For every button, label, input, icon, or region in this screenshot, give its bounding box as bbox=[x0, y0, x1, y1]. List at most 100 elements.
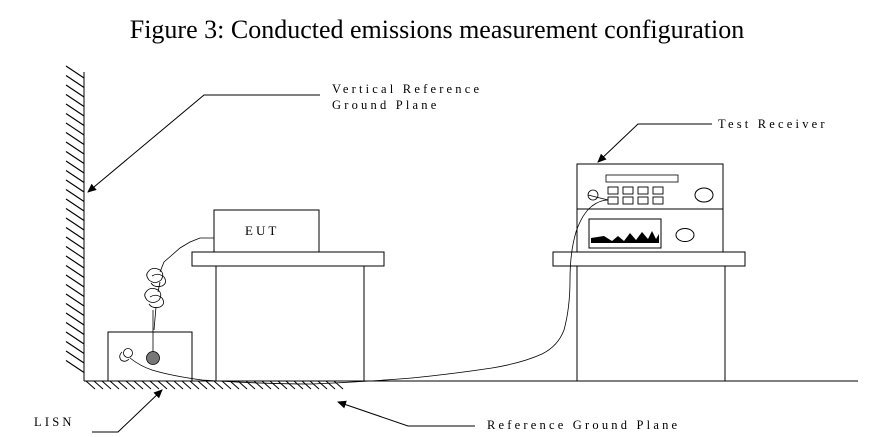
receiver-key bbox=[652, 196, 664, 205]
floor-hatch-line bbox=[213, 380, 224, 390]
spectrum-trace bbox=[591, 231, 659, 243]
floor-hatch-line bbox=[285, 380, 296, 390]
wall-hatch-line bbox=[65, 151, 85, 164]
floor-hatch-line bbox=[253, 380, 264, 390]
wall-hatch-line bbox=[65, 217, 85, 231]
floor-hatch-line bbox=[261, 380, 272, 390]
wall-hatch-line bbox=[65, 75, 85, 88]
test-receiver bbox=[576, 163, 724, 253]
receiver-key bbox=[607, 196, 619, 205]
floor-hatch-line bbox=[301, 380, 312, 390]
floor-hatch-line bbox=[309, 380, 320, 390]
wall-hatch-line bbox=[65, 303, 85, 316]
wall-hatch-line bbox=[65, 284, 85, 297]
floor-hatch-line bbox=[157, 380, 168, 390]
floor-hatch-line bbox=[85, 380, 96, 390]
wall-hatch-line bbox=[65, 246, 85, 259]
floor-hatch-line bbox=[221, 380, 232, 390]
reference-ground-plane-label: Reference Ground Plane bbox=[487, 418, 680, 432]
receiver-knob bbox=[694, 187, 714, 203]
wall-hatch-line bbox=[65, 360, 85, 373]
floor-hatch-line bbox=[293, 380, 304, 390]
receiver-dial bbox=[675, 228, 695, 242]
eut-power-cable bbox=[159, 237, 214, 273]
receiver-cable bbox=[129, 194, 609, 385]
floor-hatch-line bbox=[197, 380, 208, 390]
floor-hatch-line bbox=[165, 380, 176, 390]
floor-hatch-line bbox=[333, 380, 344, 390]
floor-hatch-line bbox=[325, 380, 336, 390]
wall-hatch-line bbox=[65, 331, 85, 345]
wall-hatch-line bbox=[65, 341, 85, 354]
wall-hatch-line bbox=[65, 65, 85, 79]
lisn-label: LISN bbox=[34, 415, 75, 429]
floor-hatch-line bbox=[117, 380, 128, 390]
receiver-screen bbox=[588, 218, 662, 249]
wall-hatch-line bbox=[65, 113, 85, 126]
wall-hatch-line bbox=[65, 170, 85, 183]
floor-hatch-line bbox=[101, 380, 112, 390]
wall-hatch-line bbox=[65, 236, 85, 250]
floor-hatch-line bbox=[141, 380, 152, 390]
floor-hatch-line bbox=[229, 380, 240, 390]
lisn-arrow bbox=[92, 389, 163, 433]
wall-hatch-line bbox=[65, 274, 85, 288]
lisn-box bbox=[107, 331, 193, 382]
floor-hatch-line bbox=[93, 380, 104, 390]
wall-hatch-line bbox=[65, 141, 85, 155]
floor-hatch-line bbox=[109, 380, 120, 390]
eut-box: EUT bbox=[213, 209, 320, 253]
receiver-display-strip bbox=[605, 174, 679, 183]
eut-table bbox=[191, 251, 385, 382]
wall-hatch-line bbox=[65, 103, 85, 117]
floor-hatch-line bbox=[277, 380, 288, 390]
wall-hatch-line bbox=[65, 322, 85, 335]
wall-hatch-line bbox=[65, 198, 85, 212]
eut-label: EUT bbox=[245, 223, 279, 238]
reference-plane-arrow bbox=[337, 400, 475, 427]
receiver-arrow bbox=[597, 123, 712, 163]
wall-hatch-line bbox=[65, 132, 85, 145]
test-receiver-label: Test Receiver bbox=[718, 117, 828, 131]
wall-hatch-line bbox=[65, 122, 85, 136]
floor-hatch-line bbox=[181, 380, 192, 390]
floor-hatch-line bbox=[125, 380, 136, 390]
wall-hatch-line bbox=[65, 179, 85, 193]
wall-hatch-line bbox=[65, 84, 85, 98]
wall-hatch-line bbox=[65, 208, 85, 221]
figure-title: Figure 3: Conducted emissions measuremen… bbox=[130, 15, 745, 44]
coiled-cable-bundle bbox=[144, 268, 166, 352]
wall-hatch-line bbox=[65, 293, 85, 307]
lisn-terminal bbox=[146, 351, 160, 365]
floor-hatch-line bbox=[133, 380, 144, 390]
lisn-connector bbox=[123, 348, 133, 358]
floor-hatch-line bbox=[269, 380, 280, 390]
vertical-plane-label-line2: Ground Plane bbox=[332, 98, 440, 112]
floor-hatch-line bbox=[189, 380, 200, 390]
wall-hatch-line bbox=[65, 265, 85, 278]
wall-hatch-line bbox=[65, 160, 85, 174]
wall-hatch-line bbox=[65, 189, 85, 202]
receiver-key bbox=[622, 186, 634, 195]
wall-hatch-line bbox=[65, 227, 85, 240]
floor-hatch-line bbox=[317, 380, 328, 390]
receiver-key bbox=[637, 186, 649, 195]
wall-hatch-line bbox=[65, 350, 85, 364]
wall-hatch-line bbox=[65, 255, 85, 269]
receiver-key bbox=[607, 186, 619, 195]
floor-hatch-line bbox=[205, 380, 216, 390]
receiver-keypad bbox=[607, 186, 664, 205]
reference-ground-plane bbox=[84, 380, 858, 390]
vertical-plane-label-line1: Vertical Reference bbox=[332, 82, 482, 96]
receiver-key bbox=[652, 186, 664, 195]
vertical-reference-ground-plane bbox=[65, 65, 85, 381]
receiver-key bbox=[637, 196, 649, 205]
receiver-table bbox=[552, 251, 746, 382]
callout-arrows bbox=[87, 94, 712, 433]
floor-hatch-line bbox=[149, 380, 160, 390]
cables bbox=[129, 194, 609, 385]
receiver-key bbox=[622, 196, 634, 205]
vertical-plane-arrow bbox=[87, 94, 320, 193]
wall-hatch-line bbox=[65, 94, 85, 107]
